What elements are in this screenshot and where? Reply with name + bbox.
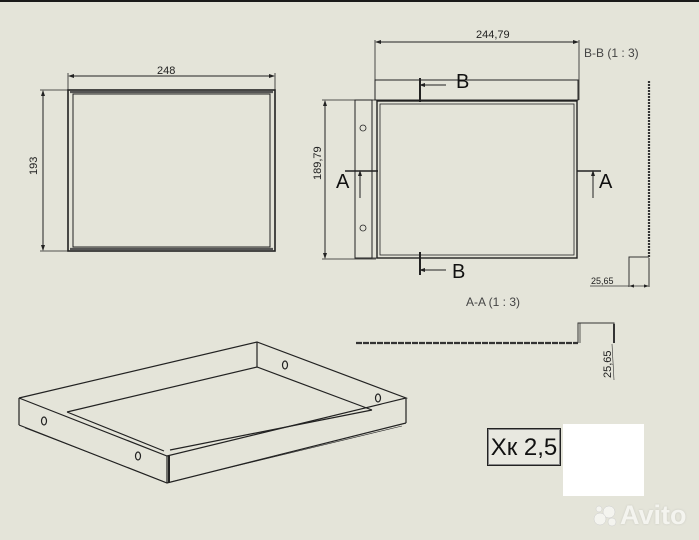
isometric-view — [18, 341, 409, 484]
front-width-dim: 244,79 — [476, 29, 510, 41]
section-b-bottom-label: B — [452, 261, 465, 283]
section-b-top-label: B — [456, 71, 469, 93]
section-bb-view — [590, 81, 651, 288]
section-a-right-label: A — [599, 171, 613, 193]
white-patch — [563, 424, 644, 496]
top-border — [0, 0, 699, 2]
section-aa-label: A-A (1 : 3) — [466, 295, 520, 309]
section-aa-view — [356, 322, 615, 381]
top-view — [40, 73, 276, 252]
avito-logo-icon — [593, 505, 617, 527]
section-a-left-label: A — [336, 171, 350, 193]
front-height-dim: 189,79 — [312, 146, 324, 180]
avito-watermark: Avito — [620, 500, 687, 530]
section-bb-dim: 25,65 — [591, 276, 614, 286]
material-tag: Хк 2,5 — [487, 428, 561, 466]
section-bb-label: B-B (1 : 3) — [584, 46, 639, 60]
top-width-dim: 248 — [157, 65, 175, 77]
front-view — [322, 40, 601, 275]
section-aa-dim: 25,65 — [602, 350, 614, 378]
top-height-dim: 193 — [28, 157, 40, 175]
